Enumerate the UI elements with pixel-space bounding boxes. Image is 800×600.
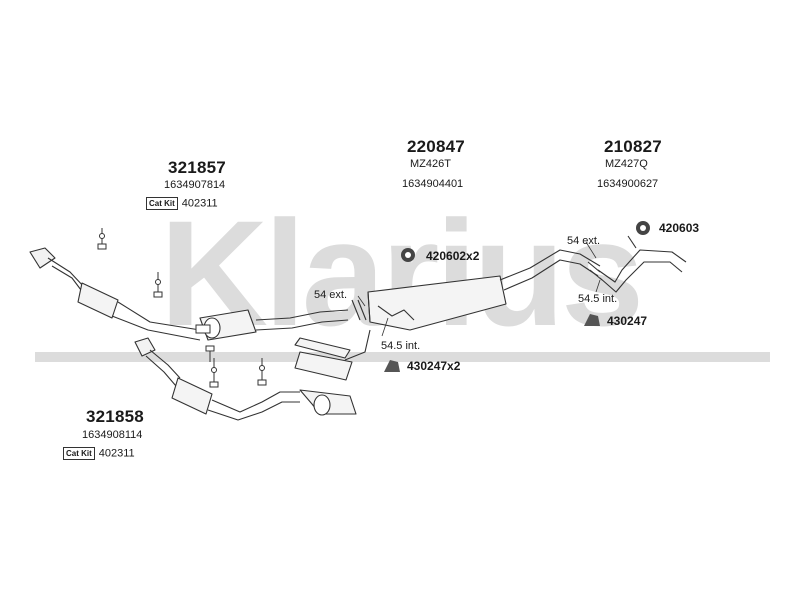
part-code-210827: MZ427Q (605, 158, 648, 170)
hanger-icon (153, 272, 163, 298)
part-code-220847: MZ426T (410, 158, 451, 170)
catkit-number: 402311 (98, 447, 135, 460)
front-pipe-lower-321858 (134, 337, 357, 421)
catkit-badge: Cat Kit (146, 197, 178, 210)
watermark-bar (35, 352, 770, 362)
oem-number-321857: 1634907814 (164, 179, 226, 191)
part-number-210827: 210827 (604, 137, 662, 156)
leader-lines (357, 241, 601, 337)
fitting-icons (384, 221, 650, 372)
fitting-label-420602: 420602x2 (426, 249, 480, 263)
note-int-rear: 54.5 int. (578, 293, 618, 305)
fitting-label-420603: 420603 (659, 221, 700, 235)
clamp-icon (195, 324, 211, 334)
hanger-icon (209, 358, 219, 388)
note-ext-mid: 54 ext. (314, 289, 348, 301)
catkit-badge: Cat Kit (63, 447, 95, 460)
hanger-icon (97, 228, 107, 250)
part-number-321858: 321858 (86, 407, 144, 426)
middle-silencer-220847 (294, 249, 601, 381)
catkit-number: 402311 (181, 197, 218, 210)
cut-marks (351, 261, 603, 321)
hanger-icon (257, 358, 267, 386)
rubber-mount-icon (401, 248, 415, 262)
note-ext-rear: 54 ext. (567, 235, 601, 247)
rear-pipe-210827 (597, 235, 687, 293)
note-int-mid: 54.5 int. (381, 340, 421, 352)
hanger-icon (205, 345, 215, 362)
part-number-220847: 220847 (407, 137, 465, 156)
rubber-mount-icon (636, 221, 650, 235)
oem-number-210827: 1634900627 (597, 178, 659, 190)
oem-number-220847: 1634904401 (402, 178, 464, 190)
clamp-icon (384, 360, 400, 372)
clamp-icon (584, 314, 600, 326)
oem-number-321858: 1634908114 (82, 429, 143, 441)
hangers (97, 228, 267, 388)
part-number-321857: 321857 (168, 158, 226, 177)
fitting-label-430247x2: 430247x2 (407, 359, 461, 373)
fitting-label-430247: 430247 (607, 314, 648, 328)
